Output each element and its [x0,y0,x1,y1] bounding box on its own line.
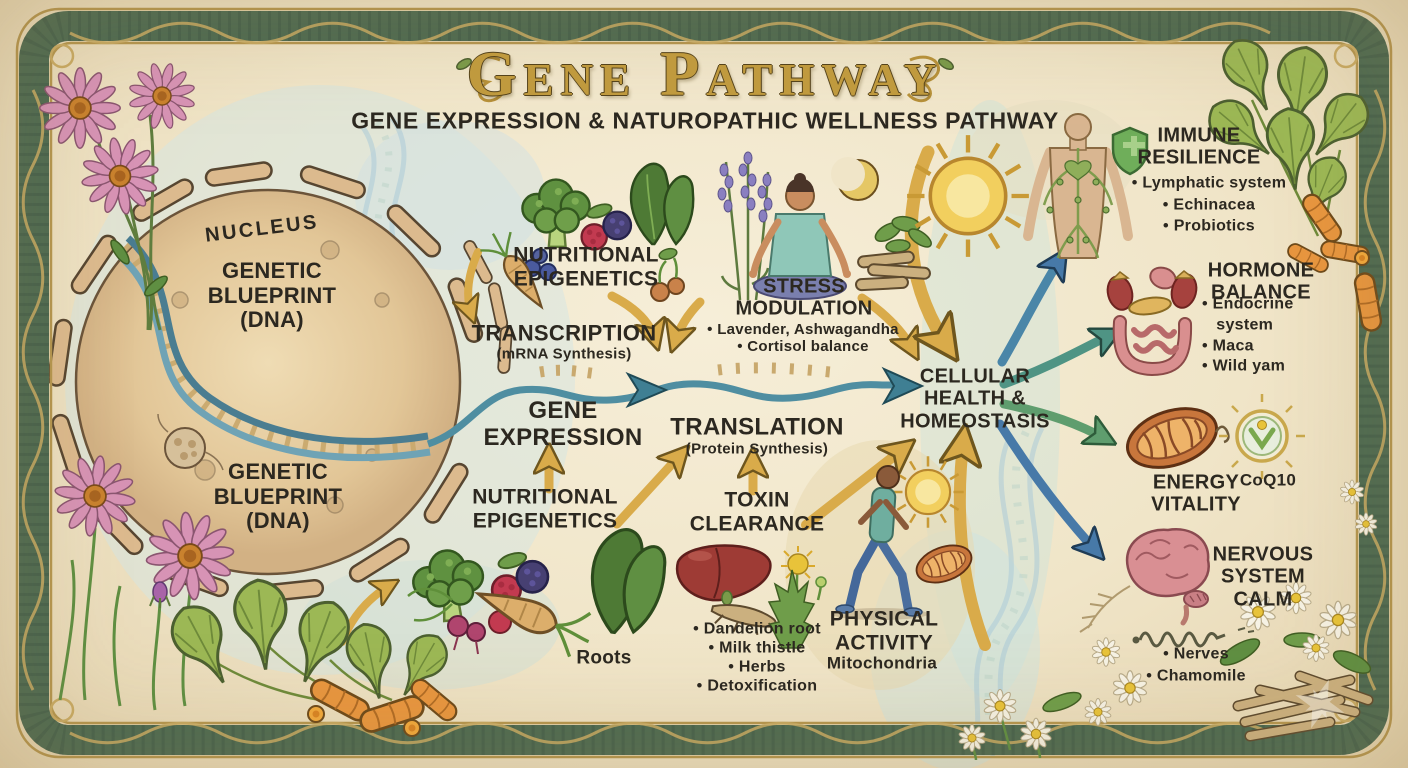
transcription-label: TRANSCRIPTION [471,320,657,346]
physical-activity-label: PHYSICAL ACTIVITY [829,607,939,654]
chamomile-bottom-center [957,637,1148,761]
corner-botanicals [38,30,1384,761]
translation-label: TRANSLATION [670,413,844,441]
cellular-health-label: CELLULAR HEALTH & HOMEOSTASIS [900,365,1050,433]
mitochondria-caption: Mitochondria [826,653,938,673]
outcome-arrows [995,256,1114,553]
arrow-to-immune [997,256,1062,367]
dandelion-icon [767,546,827,649]
nutrition-foods-bottom [407,528,667,663]
stress-modulation-illustrations [717,151,932,301]
mrna-arrowhead [625,371,669,409]
coq10-caption: CoQ10 [1239,470,1297,490]
chamomile-roots-bottom-right [1219,581,1374,742]
organelles [171,240,390,514]
thistle-bud-icon [149,581,171,608]
radish-icon [407,587,486,655]
lavender-icon [717,151,773,301]
genetic-blueprint-label-top: GENETIC BLUEPRINT (DNA) [207,258,337,333]
stress-modulation-bullets: • Lavender, Ashwagandha • Cortisol balan… [707,321,899,355]
leafy-greens-icon [629,162,695,246]
toxin-clearance-label: TOXIN CLEARANCE [689,488,825,535]
blueberries-icon [523,248,557,281]
beet-icon [650,247,685,302]
page-subtitle: GENE EXPRESSION & NATUROPATHIC WELLNESS … [351,107,1059,134]
arrow-roots-to-translation [612,452,683,529]
immune-resilience-bullets: • Lymphatic system • Echinacea • Probiot… [1131,174,1287,235]
cell-nucleus-illustration [46,160,514,604]
immune-shield-icon [1111,126,1149,176]
nutrition-foods-top [475,162,695,319]
arrow-stress-to-transcription [674,297,705,344]
nutritional-epigenetics-top-label: NUTRITIONAL EPIGENETICS [513,243,659,290]
nucleolus [157,413,224,471]
gene-expression-label: GENE EXPRESSION [483,397,643,451]
nervous-system-bullets: • Nerves • Chamomile [1146,645,1246,684]
roots-caption: Roots [576,647,632,669]
energy-vitality-label: ENERGY VITALITY [1151,471,1241,516]
mrna-arrowhead-2 [881,366,925,406]
stress-modulation-label: STRESS MODULATION [735,275,873,320]
walking-person [832,465,928,620]
immune-body-figure [1023,113,1133,259]
immune-resilience-label: IMMUNE RESILIENCE [1137,124,1261,169]
ginkgo-turmeric-bottom-left [161,576,461,737]
arrow-to-hormone [999,333,1114,389]
nervous-system-label: NERVOUS SYSTEM CALM [1212,543,1314,611]
transcription-sublabel: (mRNA Synthesis) [496,345,632,363]
mitochondria-icon-large [1118,396,1226,480]
echinacea-left-bottom [48,449,240,711]
ashwagandha-icon [855,215,932,292]
decorative-frame [15,7,1393,759]
liver-icon [675,544,772,606]
meditating-person [749,173,851,300]
brain-illustration [1079,528,1210,633]
mrna-ribbon [426,362,925,448]
arrow-activity-to-cellular [801,446,907,530]
ginkgo-turmeric-top-right [1198,30,1384,334]
hormone-balance-label: HORMONE BALANCE [1207,259,1315,304]
toxin-clearance-illustrations [675,544,827,649]
toxin-clearance-bullets: • Dandelion root • Milk thistle • Herbs … [693,620,821,694]
nutritional-epigenetics-bottom-label: NUTRITIONAL EPIGENETICS [472,485,618,532]
crescent-moon-icon [831,157,879,201]
watermark-flower [1295,679,1345,729]
arrow-into-transcription [468,248,482,316]
genetic-blueprint-label-bottom: GENETIC BLUEPRINT (DNA) [213,459,343,534]
arrow-nutrition-to-transcription [607,291,656,342]
arrow-stress-to-cellular [857,293,914,352]
nerve-squiggle-icon [1132,627,1255,648]
echinacea-top-left [38,54,204,331]
translation-sublabel: (Protein Synthesis) [685,440,829,458]
arrow-to-nervous [995,419,1098,553]
arrow-to-energy [999,399,1108,440]
hormone-balance-bullets: • Endocrine system • Maca • Wild yam [1202,295,1294,375]
coq10-badge-icon [1219,394,1305,479]
leafy-greens-icon-2 [590,528,667,635]
coq10-squiggle [1214,425,1230,444]
endocrine-organs-illustration [1106,266,1198,377]
title-flourishes [456,55,954,103]
page-title: Gene Pathway [466,38,944,109]
arrow-up-to-cellular [960,436,991,651]
